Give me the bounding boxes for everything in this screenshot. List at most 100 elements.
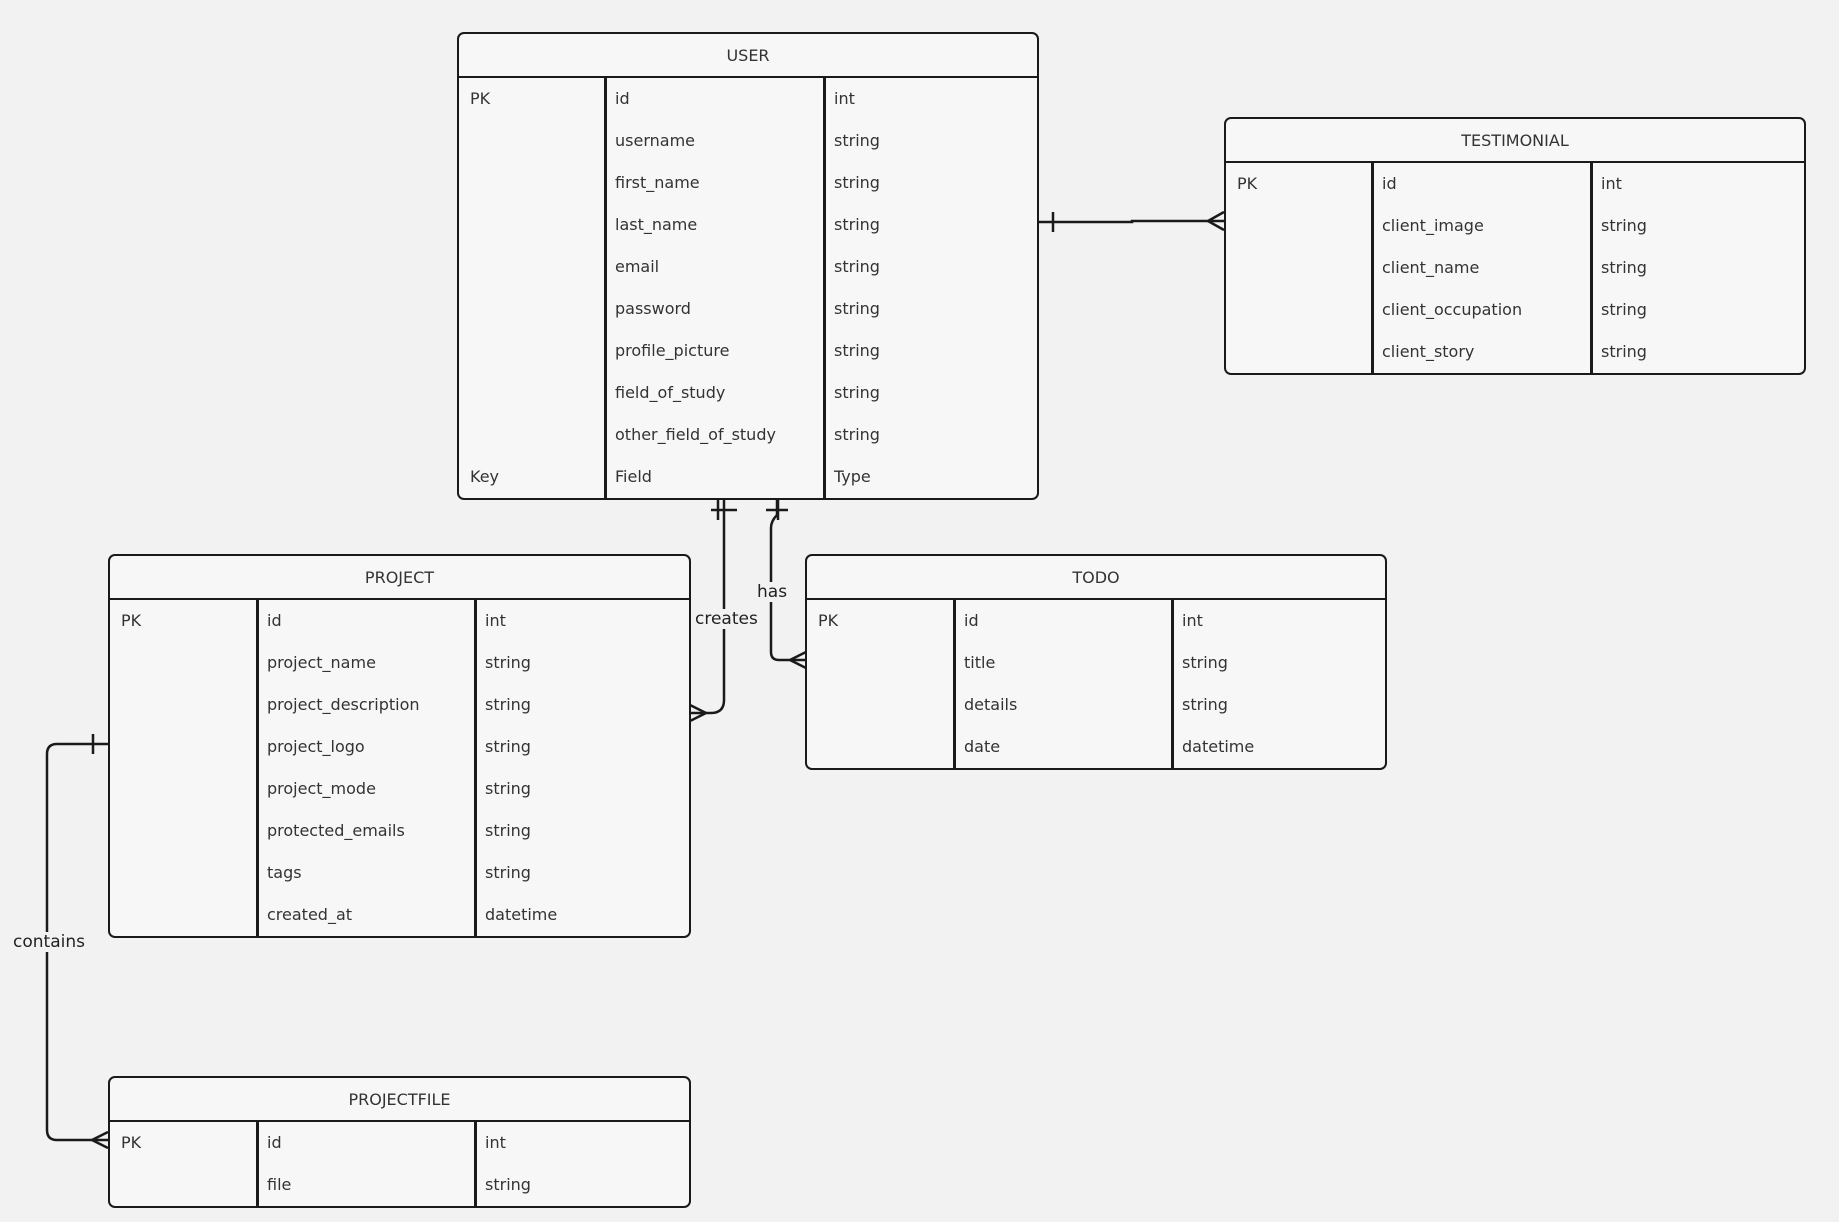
attribute-field: project_logo xyxy=(267,737,365,756)
attribute-row: last_name string xyxy=(459,204,1037,246)
attribute-type: string xyxy=(485,695,531,714)
attribute-field: project_name xyxy=(267,653,376,672)
attribute-row: client_name string xyxy=(1226,247,1804,289)
column-divider xyxy=(823,78,826,498)
attribute-type: Type xyxy=(834,467,871,486)
relationship-user-todo[interactable] xyxy=(766,494,807,670)
entity-title: USER xyxy=(459,34,1037,78)
attribute-type: string xyxy=(485,779,531,798)
attribute-field: last_name xyxy=(615,215,698,234)
column-divider xyxy=(604,78,607,498)
column-divider xyxy=(1171,600,1174,768)
attribute-type: string xyxy=(485,863,531,882)
attribute-field: client_occupation xyxy=(1382,300,1523,319)
attribute-type: string xyxy=(834,341,880,360)
attribute-type: int xyxy=(1182,611,1203,630)
attribute-type: string xyxy=(834,257,880,276)
attribute-field: other_field_of_study xyxy=(615,425,776,444)
attribute-key: PK xyxy=(121,611,142,630)
attribute-type: string xyxy=(485,653,531,672)
attribute-row: other_field_of_study string xyxy=(459,414,1037,456)
relationship-user-project[interactable] xyxy=(689,494,737,723)
attribute-type: string xyxy=(834,215,880,234)
attribute-key: PK xyxy=(121,1133,142,1152)
column-divider xyxy=(953,600,956,768)
attribute-field: id xyxy=(267,1133,282,1152)
attribute-field: field_of_study xyxy=(615,383,726,402)
attribute-type: string xyxy=(1601,258,1647,277)
attribute-field: date xyxy=(964,737,1001,756)
attribute-type: string xyxy=(1182,695,1228,714)
column-divider xyxy=(256,600,259,936)
column-divider xyxy=(474,1122,477,1206)
attribute-type: int xyxy=(1601,174,1622,193)
attribute-type: string xyxy=(834,383,880,402)
attribute-field: tags xyxy=(267,863,302,882)
attribute-type: string xyxy=(485,737,531,756)
column-divider xyxy=(1371,163,1374,373)
attribute-type: int xyxy=(485,611,506,630)
entity-title: PROJECT xyxy=(110,556,689,600)
attribute-field: email xyxy=(615,257,660,276)
attribute-field: username xyxy=(615,131,695,150)
attribute-type: int xyxy=(834,89,855,108)
attribute-type: datetime xyxy=(1182,737,1255,756)
attribute-field: profile_picture xyxy=(615,341,730,360)
attribute-key: PK xyxy=(470,89,491,108)
attribute-field: client_name xyxy=(1382,258,1480,277)
relationship-user-testimonial[interactable] xyxy=(1038,210,1225,232)
attribute-type: string xyxy=(485,1175,531,1194)
attribute-field: Field xyxy=(615,467,652,486)
attribute-type: string xyxy=(834,173,880,192)
attribute-field: id xyxy=(1382,174,1397,193)
attribute-key: PK xyxy=(818,611,839,630)
attribute-field: created_at xyxy=(267,905,353,924)
attribute-field: id xyxy=(964,611,979,630)
many-crowfoot xyxy=(91,1130,109,1150)
attribute-row: PK id int xyxy=(807,600,1385,642)
entity-title: TODO xyxy=(807,556,1385,600)
column-divider xyxy=(1590,163,1593,373)
attribute-type: string xyxy=(1601,342,1647,361)
relationship-label-creates: creates xyxy=(694,609,759,629)
attribute-row: protected_emails string xyxy=(110,810,689,852)
attribute-field: id xyxy=(615,89,630,108)
attribute-type: string xyxy=(1601,216,1647,235)
attribute-key: Key xyxy=(470,467,500,486)
attribute-row: tags string xyxy=(110,852,689,894)
attribute-field: title xyxy=(964,653,996,672)
attribute-row: profile_picture string xyxy=(459,330,1037,372)
attribute-row: email string xyxy=(459,246,1037,288)
column-divider xyxy=(256,1122,259,1206)
entity-title: TESTIMONIAL xyxy=(1226,119,1804,163)
attribute-row: project_logo string xyxy=(110,726,689,768)
attribute-type: string xyxy=(834,425,880,444)
attribute-row: PK id int xyxy=(459,78,1037,120)
attribute-field: project_mode xyxy=(267,779,376,798)
attribute-type: string xyxy=(485,821,531,840)
attribute-field: protected_emails xyxy=(267,821,405,840)
